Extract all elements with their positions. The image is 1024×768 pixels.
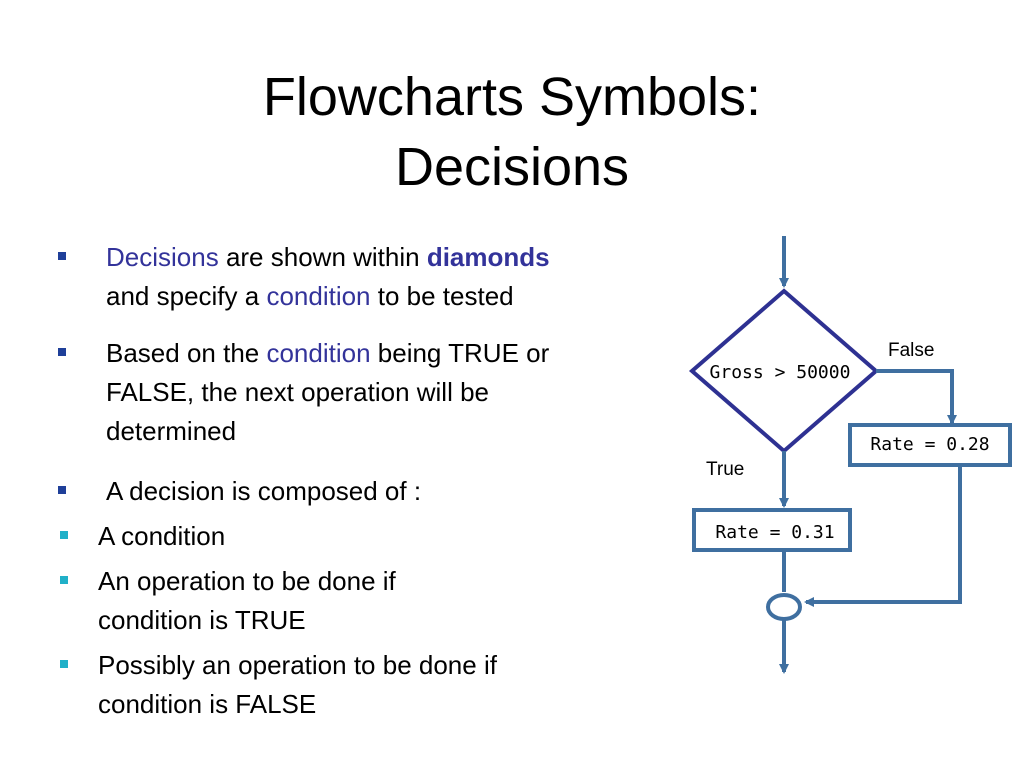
false-process-text: Rate = 0.28 — [870, 434, 989, 455]
text: are shown within — [218, 242, 427, 272]
bullet-list: Decisions are shown within diamonds and … — [56, 238, 656, 724]
text: determined — [106, 416, 237, 446]
merge-connector — [766, 593, 802, 621]
term-condition: condition — [266, 281, 371, 311]
true-process-box — [692, 508, 852, 552]
title-line-1: Flowcharts Symbols: — [262, 67, 762, 127]
sub-bullet-2: An operation to be done if condition is … — [6, 562, 656, 640]
term-diamonds: diamonds — [426, 242, 550, 272]
sub-bullet-marker — [60, 531, 68, 539]
term-decisions: Decisions — [106, 242, 219, 272]
text: A decision is composed of : — [106, 476, 422, 506]
sub-bullet-marker — [60, 576, 68, 584]
text: Based on the — [106, 338, 267, 368]
false-label: False — [888, 340, 934, 361]
true-label: True — [706, 459, 744, 480]
term-condition: condition — [266, 338, 371, 368]
bullet-3: A decision is composed of : — [56, 472, 656, 511]
text: FALSE, the next operation will be — [106, 377, 490, 407]
bullet-1: Decisions are shown within diamonds and … — [56, 238, 656, 316]
text: An operation to be done if — [98, 566, 396, 596]
text: A condition — [98, 521, 226, 551]
bullet-2: Based on the condition being TRUE or FAL… — [56, 334, 656, 451]
text: Possibly an operation to be done if — [98, 650, 497, 680]
title-line-2: Decisions — [394, 137, 630, 197]
bullet-marker — [58, 348, 66, 356]
bullet-marker — [58, 486, 66, 494]
true-process-text: Rate = 0.31 — [715, 522, 834, 543]
text: being TRUE or — [370, 338, 550, 368]
text: condition is TRUE — [98, 605, 306, 635]
slide-title: Flowcharts Symbols: Decisions — [0, 62, 1024, 202]
false-to-connector-line — [804, 465, 962, 607]
bullet-marker — [58, 252, 66, 260]
text: and specify a — [106, 281, 267, 311]
sub-bullet-3: Possibly an operation to be done if cond… — [6, 646, 656, 724]
decision-condition: Gross > 50000 — [710, 362, 851, 383]
text: condition is FALSE — [98, 689, 317, 719]
sub-bullet-1: A condition — [6, 517, 656, 556]
sub-bullet-marker — [60, 660, 68, 668]
false-branch-line — [876, 369, 957, 425]
false-process-box — [848, 423, 1012, 467]
text: to be tested — [370, 281, 514, 311]
